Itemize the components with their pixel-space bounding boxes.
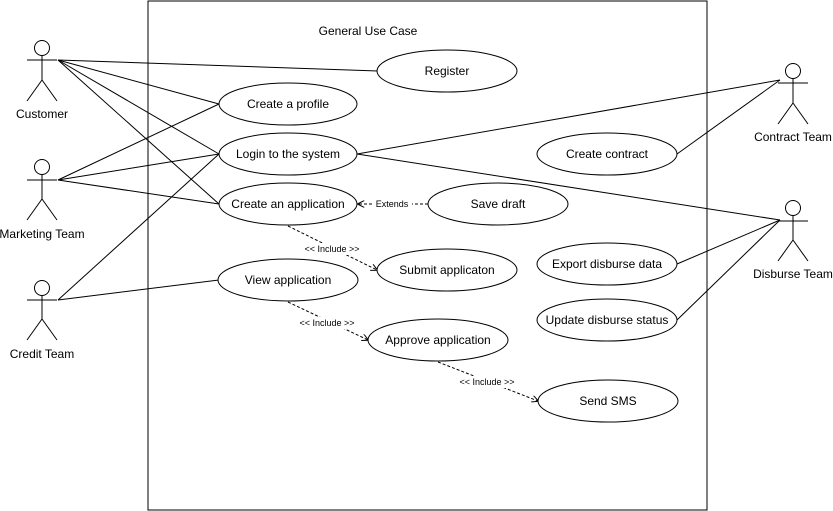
actor-disburse-label: Disburse Team <box>753 267 833 281</box>
actor-contract-leg-right <box>792 102 809 125</box>
include-line-1 <box>287 225 377 270</box>
actor-marketing-label: Marketing Team <box>0 227 85 241</box>
assoc-customer-application <box>57 59 220 205</box>
assoc-marketing-login <box>57 153 220 181</box>
uc-update-disburse[interactable] <box>536 298 678 342</box>
uc-create-application-label: Create an application <box>231 197 344 211</box>
include-label-2-bg <box>295 317 359 329</box>
uc-send-sms[interactable] <box>537 379 679 423</box>
actor-credit-leg-right <box>41 318 58 341</box>
assoc-disburse-update <box>676 219 781 321</box>
uc-save-draft-label: Save draft <box>471 197 526 211</box>
uc-login-label: Login to the system <box>236 147 340 161</box>
uc-submit-application-label: Submit applicaton <box>399 263 494 277</box>
actor-credit[interactable] <box>26 280 58 341</box>
actor-contract[interactable] <box>777 63 809 125</box>
uc-login[interactable] <box>218 132 358 176</box>
use-cases <box>217 49 679 423</box>
assoc-contract-create <box>676 79 781 155</box>
actor-credit-head <box>34 280 50 296</box>
assoc-credit-login <box>57 153 220 301</box>
uc-create-contract[interactable] <box>536 132 678 176</box>
uc-approve-application[interactable] <box>367 318 509 362</box>
actor-disburse-leg-left <box>777 239 794 262</box>
system-title: General Use Case <box>319 24 418 38</box>
uc-create-application[interactable] <box>218 182 358 226</box>
assoc-disburse-export <box>676 219 781 265</box>
uc-view-application-label: View application <box>245 273 332 287</box>
extends-label-bg <box>372 198 412 210</box>
uc-export-disburse[interactable] <box>536 242 678 286</box>
include-label-1: << Include >> <box>304 244 359 254</box>
uc-create-contract-label: Create contract <box>566 147 649 161</box>
actor-contract-label: Contract Team <box>754 130 832 144</box>
actor-marketing-leg-left <box>26 198 43 221</box>
actor-customer-leg-left <box>26 79 43 102</box>
include-label-1-bg <box>300 243 364 255</box>
assoc-customer-register <box>57 59 379 72</box>
actor-marketing[interactable] <box>26 159 58 221</box>
assoc-marketing-application <box>57 179 220 205</box>
assoc-disburse-login <box>356 153 781 221</box>
actor-credit-leg-left <box>26 318 43 341</box>
actor-customer-head <box>34 40 50 56</box>
uc-send-sms-label: Send SMS <box>579 394 636 408</box>
uc-approve-application-label: Approve application <box>385 333 490 347</box>
uc-register-label: Register <box>425 64 470 78</box>
actor-customer-label: Customer <box>16 107 68 121</box>
actor-contract-leg-left <box>777 102 794 125</box>
actor-customer-leg-right <box>41 79 58 102</box>
actor-customer[interactable] <box>26 40 58 102</box>
assoc-marketing-profile <box>57 103 220 181</box>
actor-disburse[interactable] <box>777 200 809 262</box>
actor-disburse-head <box>785 200 801 216</box>
assoc-credit-view <box>57 279 220 301</box>
include-line-3 <box>437 361 538 401</box>
system-boundary <box>147 0 708 511</box>
include-label-3: << Include >> <box>459 377 514 387</box>
uc-view-application[interactable] <box>217 258 359 302</box>
uc-register[interactable] <box>376 49 518 93</box>
actor-credit-label: Credit Team <box>10 347 74 361</box>
assoc-customer-profile <box>57 59 220 105</box>
uc-create-profile[interactable] <box>218 82 358 126</box>
actor-contract-head <box>785 63 801 79</box>
include-label-2: << Include >> <box>299 318 354 328</box>
assoc-customer-login <box>57 59 220 155</box>
associations <box>57 59 781 321</box>
actor-disburse-leg-right <box>792 239 809 262</box>
include-label-3-bg <box>455 376 519 388</box>
uc-update-disburse-label: Update disburse status <box>546 313 669 327</box>
uc-export-disburse-label: Export disburse data <box>552 257 662 271</box>
dependencies <box>287 204 538 401</box>
assoc-contract-login <box>356 79 781 155</box>
uc-create-profile-label: Create a profile <box>247 97 329 111</box>
extends-label: Extends <box>376 199 409 209</box>
uc-save-draft[interactable] <box>427 182 569 226</box>
actor-marketing-head <box>34 159 50 175</box>
actor-marketing-leg-right <box>41 198 58 221</box>
use-case-labels: Register Create a profile Login to the s… <box>231 64 668 408</box>
uc-submit-application[interactable] <box>376 248 518 292</box>
